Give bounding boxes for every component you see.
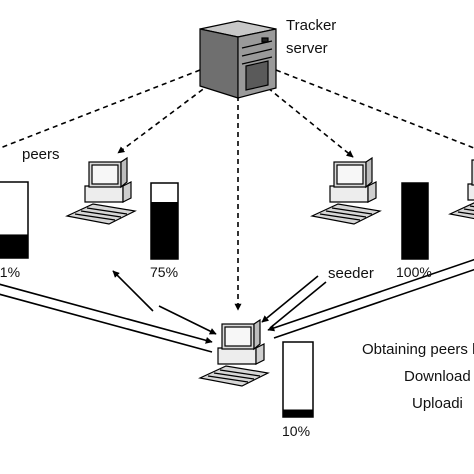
transfer-right-b (273, 268, 474, 339)
transfer-left-b (0, 293, 213, 353)
progress-bar-seeder (401, 182, 429, 260)
legend-obtaining-peers: Obtaining peers l (362, 341, 474, 358)
progress-bar-bottom (282, 341, 314, 418)
progress-value-seeder: 100% (396, 264, 432, 280)
transfer-seeder-b (269, 281, 327, 329)
legend-downloading: Download (404, 368, 471, 385)
progress-value-bottom: 10% (282, 423, 311, 439)
computer-peer (65, 156, 137, 225)
tracker-label: Tracker (286, 17, 337, 34)
transfer-seeder-a (261, 275, 319, 323)
transfer-links (0, 258, 474, 353)
progress-bar-left (0, 181, 29, 259)
progress-fill (402, 183, 428, 259)
seeder-label: seeder (328, 265, 374, 282)
progress-bar-peer (150, 182, 179, 260)
computer-seeder (310, 156, 382, 225)
progress-fill (283, 409, 313, 417)
transfer-peer-a (112, 270, 154, 312)
desktop-computer-icon (198, 318, 270, 387)
progress-value-left: 31% (0, 264, 21, 280)
tracker-label-line2: server (286, 40, 328, 57)
transfer-peer-b (158, 305, 217, 335)
tracker-link-right (275, 69, 474, 149)
transfer-right-a (267, 258, 474, 332)
desktop-computer-icon (448, 159, 474, 220)
server-tower-icon (199, 20, 277, 99)
desktop-computer-icon (65, 156, 137, 225)
tracker-link-left (0, 69, 201, 149)
progress-frame (282, 341, 314, 418)
tracker-links (0, 69, 474, 311)
transfer-left-a (0, 283, 213, 344)
computer-right-edge (448, 159, 474, 220)
computer-bottom (198, 318, 270, 387)
tracker-link-peer (117, 83, 211, 154)
legend-uploading: Uploadi (412, 395, 463, 412)
desktop-computer-icon (310, 156, 382, 225)
progress-fill (0, 234, 28, 258)
peers-label: peers (22, 146, 60, 163)
progress-fill (151, 202, 178, 259)
progress-value-peer: 75% (150, 264, 179, 280)
tracker-link-seeder (267, 87, 354, 158)
